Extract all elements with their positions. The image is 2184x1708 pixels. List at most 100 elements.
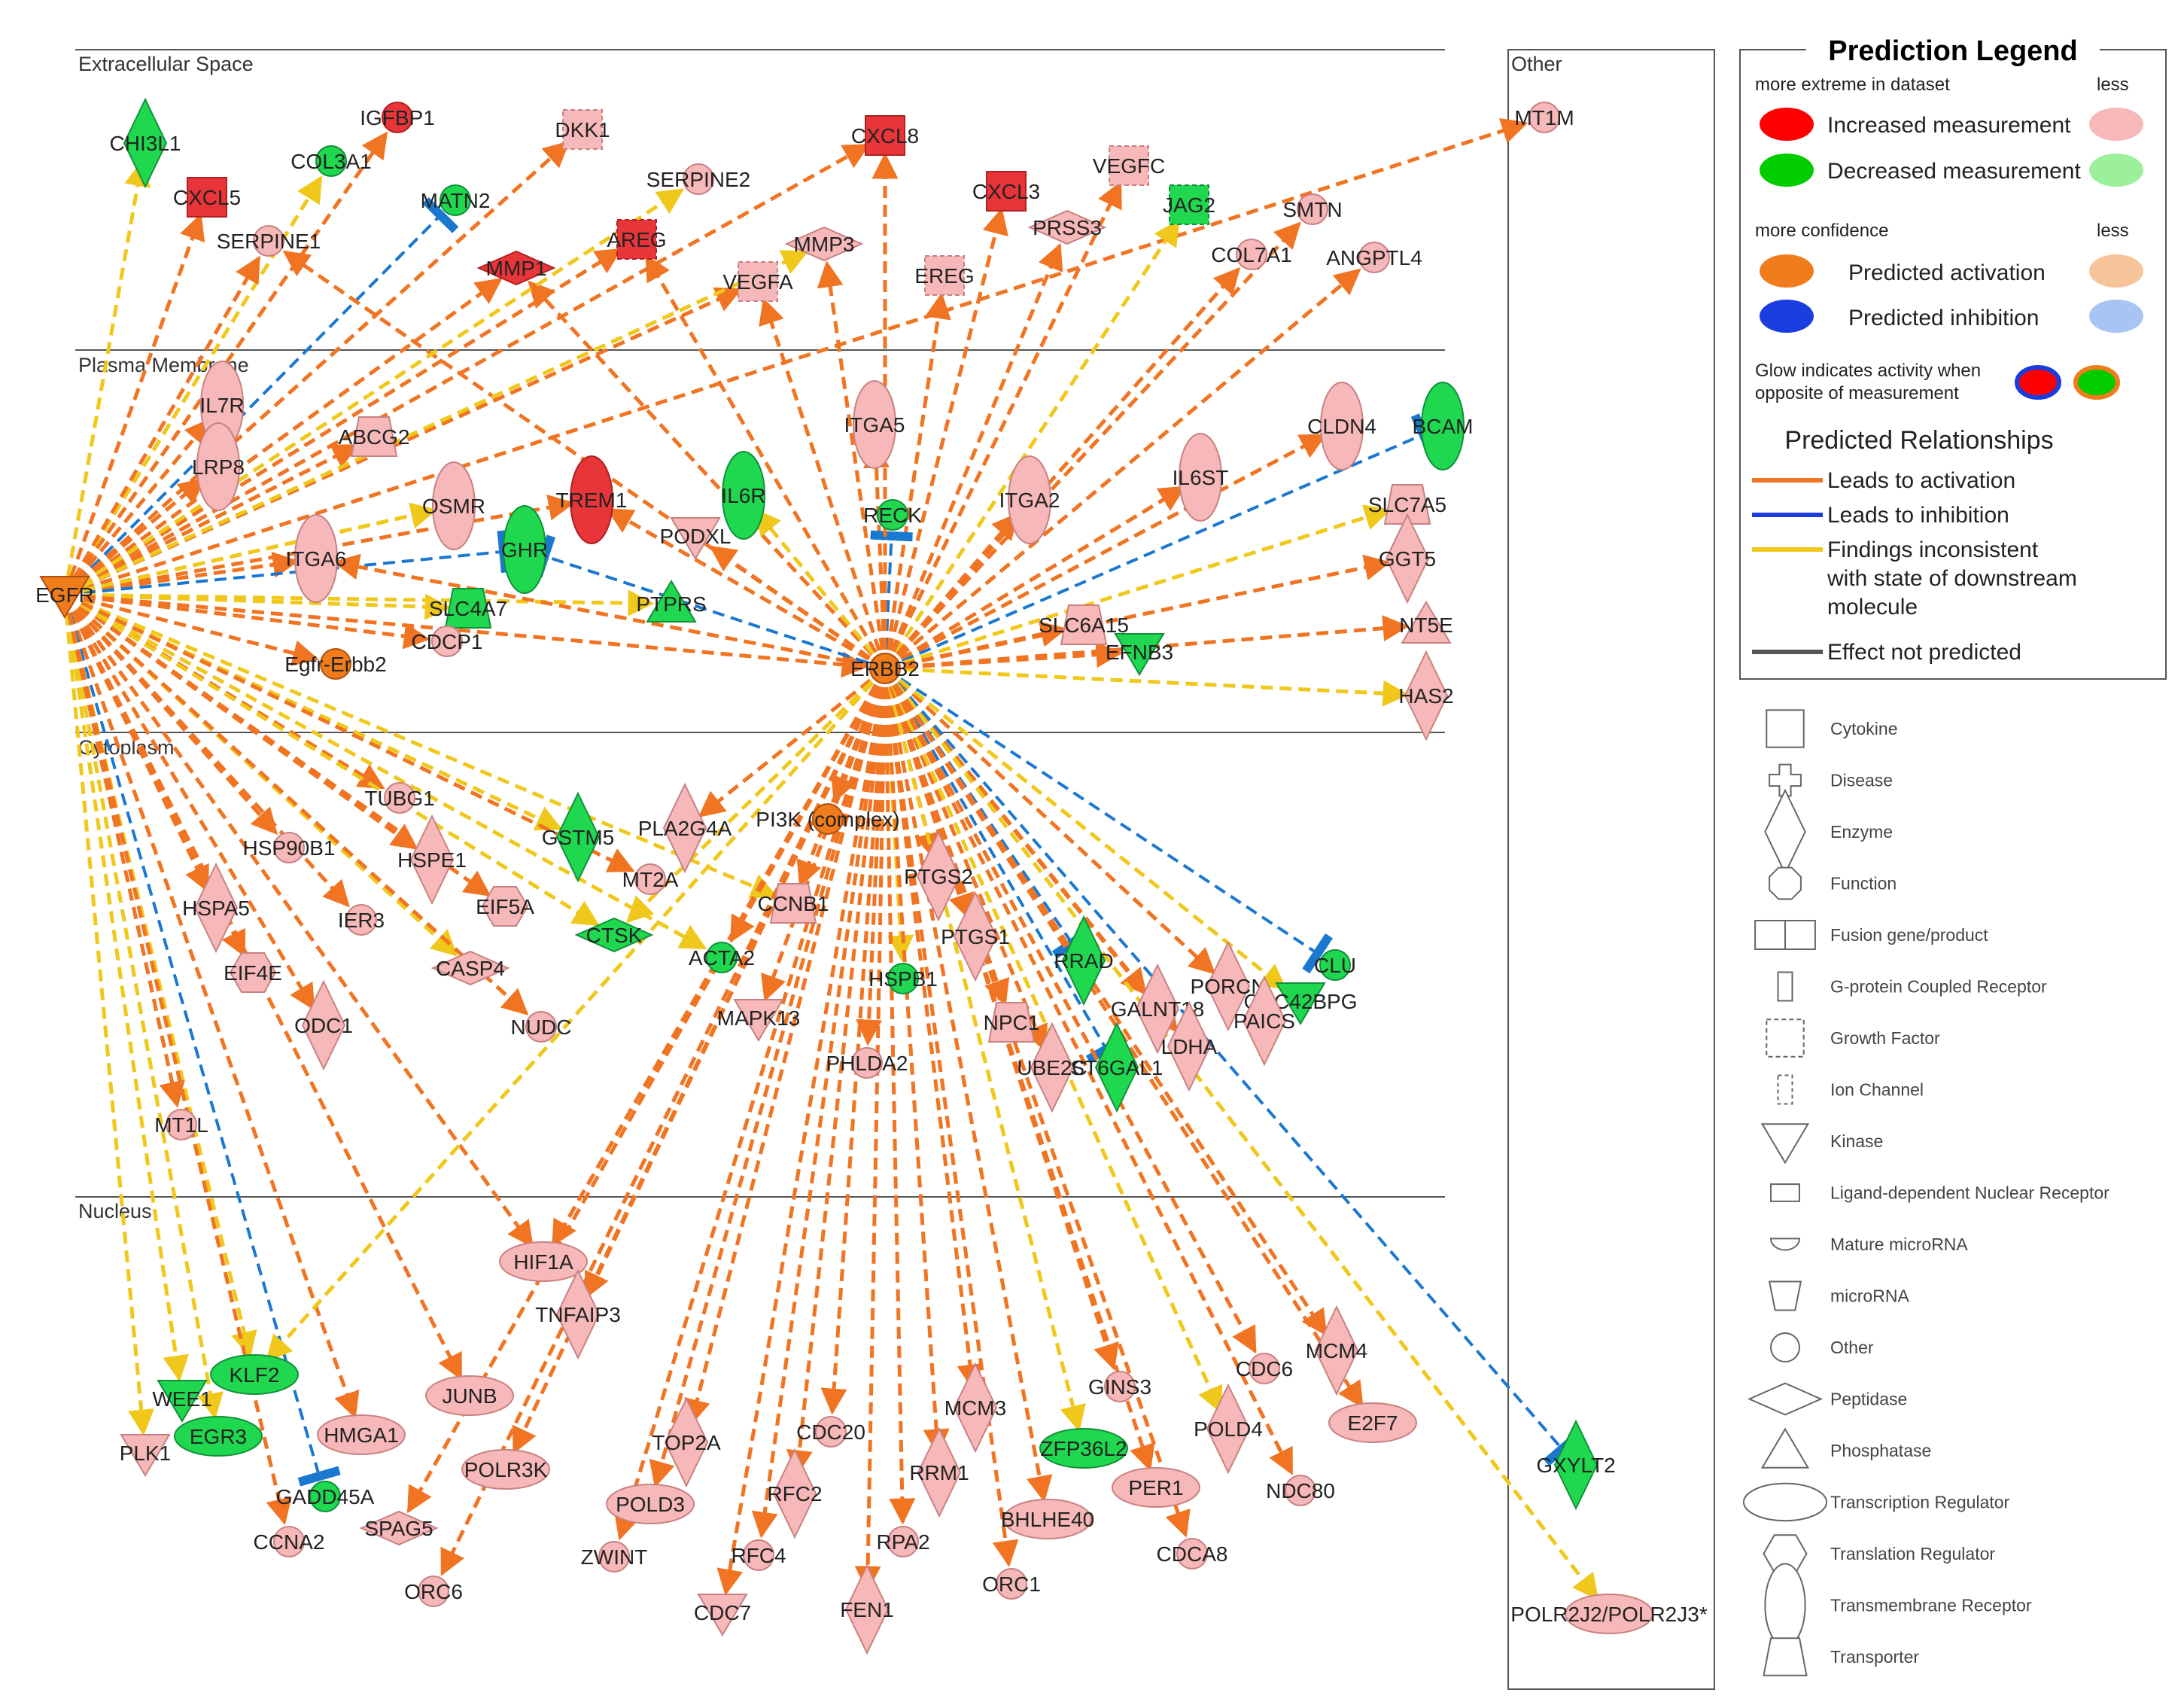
node-clu[interactable]: CLU (1314, 949, 1356, 981)
node-rrm1[interactable]: RRM1 (909, 1426, 969, 1518)
node-hspa5[interactable]: HSPA5 (182, 862, 250, 954)
node-vegfc[interactable]: VEGFC (1093, 145, 1165, 186)
node-nudc[interactable]: NUDC (511, 1011, 572, 1043)
node-ier3[interactable]: IER3 (338, 904, 385, 936)
node-itga2[interactable]: ITGA2 (999, 455, 1060, 544)
node-trem1[interactable]: TREM1 (556, 455, 628, 544)
node-nt5e[interactable]: NT5E (1399, 601, 1453, 644)
node-matn2[interactable]: MATN2 (421, 184, 491, 216)
node-vegfa[interactable]: VEGFA (722, 261, 793, 302)
node-cldn4[interactable]: CLDN4 (1307, 382, 1376, 470)
node-fen1[interactable]: FEN1 (840, 1563, 894, 1655)
node-lrp8[interactable]: LRP8 (192, 422, 245, 511)
node-slc6a15[interactable]: SLC6A15 (1039, 604, 1129, 645)
node-egr3[interactable]: EGR3 (174, 1416, 263, 1457)
node-hif1a[interactable]: HIF1A (499, 1241, 588, 1282)
node-casp4[interactable]: CASP4 (430, 950, 510, 986)
node-serpine2[interactable]: SERPINE2 (646, 163, 751, 195)
node-zfp36l2[interactable]: ZFP36L2 (1039, 1428, 1128, 1469)
node-acta2[interactable]: ACTA2 (689, 942, 755, 973)
node-orc6[interactable]: ORC6 (404, 1576, 463, 1607)
node-rfc2[interactable]: RFC2 (767, 1448, 823, 1539)
node-ptgs1[interactable]: PTGS1 (941, 891, 1010, 982)
node-porcn[interactable]: PORCN (1190, 940, 1267, 1032)
node-ptprs[interactable]: PTPRS (636, 580, 707, 623)
node-ndc80[interactable]: NDC80 (1266, 1475, 1335, 1506)
node-odc1[interactable]: ODC1 (294, 979, 353, 1071)
node-mapk13[interactable]: MAPK13 (717, 999, 801, 1042)
node-gxylt2[interactable]: GXYLT2 (1536, 1419, 1616, 1511)
node-osmr[interactable]: OSMR (422, 461, 485, 550)
node-gstm5[interactable]: GSTM5 (542, 791, 614, 883)
node-bhlhe40[interactable]: BHLHE40 (1001, 1499, 1095, 1539)
node-areg[interactable]: AREG (607, 219, 667, 260)
node-npc1[interactable]: NPC1 (984, 1002, 1040, 1043)
node-plk1[interactable]: PLK1 (120, 1434, 172, 1477)
node-igfbp1[interactable]: IGFBP1 (360, 102, 435, 133)
node-gadd45a[interactable]: GADD45A (276, 1481, 375, 1512)
node-bcam[interactable]: BCAM (1413, 382, 1474, 470)
node-wee1[interactable]: WEE1 (152, 1380, 212, 1423)
node-dkk1[interactable]: DKK1 (555, 109, 610, 150)
node-polr2j2[interactable]: POLR2J2/POLR2J3* (1510, 1594, 1708, 1634)
node-rrad[interactable]: RRAD (1054, 915, 1114, 1006)
node-ereg[interactable]: EREG (914, 255, 975, 296)
node-cxcl5[interactable]: CXCL5 (173, 177, 241, 218)
node-mt1l[interactable]: MT1L (154, 1109, 208, 1140)
node-has2[interactable]: HAS2 (1398, 650, 1454, 741)
node-eif5a[interactable]: EIF5A (476, 886, 534, 927)
node-egfr[interactable]: EGFR (35, 576, 94, 619)
node-mcm3[interactable]: MCM3 (944, 1362, 1006, 1454)
node-il6st[interactable]: IL6ST (1173, 433, 1229, 522)
node-prss3[interactable]: PRSS3 (1027, 209, 1107, 245)
node-egfrerbb2[interactable]: Egfr-Erbb2 (284, 648, 387, 680)
node-cxcl3[interactable]: CXCL3 (972, 171, 1040, 212)
node-st6gal1[interactable]: ST6GAL1 (1071, 1021, 1163, 1113)
node-hsp90b1[interactable]: HSP90B1 (243, 832, 336, 863)
node-serpine1[interactable]: SERPINE1 (217, 225, 321, 257)
node-il6r[interactable]: IL6R (721, 451, 766, 540)
node-mt1m[interactable]: MT1M (1514, 102, 1574, 133)
node-ggt5[interactable]: GGT5 (1379, 513, 1436, 604)
node-junb[interactable]: JUNB (425, 1375, 514, 1416)
node-cdca8[interactable]: CDCA8 (1157, 1538, 1228, 1569)
node-ghr[interactable]: GHR (501, 505, 548, 594)
node-orc1[interactable]: ORC1 (982, 1568, 1041, 1600)
node-pi3k[interactable]: PI3K (complex) (756, 803, 900, 835)
node-hspe1[interactable]: HSPE1 (397, 814, 467, 906)
node-pold3[interactable]: POLD3 (606, 1484, 695, 1524)
node-hspb1[interactable]: HSPB1 (868, 963, 938, 994)
node-polr3k[interactable]: POLR3K (461, 1449, 550, 1490)
node-itga6[interactable]: ITGA6 (286, 514, 347, 603)
node-cdc7[interactable]: CDC7 (694, 1594, 751, 1636)
node-gins3[interactable]: GINS3 (1088, 1371, 1151, 1402)
node-slc4a7[interactable]: SLC4A7 (429, 588, 507, 629)
node-pold4[interactable]: POLD4 (1194, 1383, 1263, 1475)
node-rpa2[interactable]: RPA2 (876, 1526, 930, 1557)
node-jag2[interactable]: JAG2 (1163, 184, 1215, 225)
node-smtn[interactable]: SMTN (1282, 193, 1343, 225)
node-erbb2[interactable]: ERBB2 (850, 653, 920, 684)
node-galnt18[interactable]: GALNT18 (1111, 963, 1205, 1055)
node-tubg1[interactable]: TUBG1 (364, 782, 435, 814)
node-tnfaip3[interactable]: TNFAIP3 (535, 1268, 621, 1360)
node-eif4e[interactable]: EIF4E (224, 952, 282, 993)
node-mmp3[interactable]: MMP3 (784, 226, 864, 262)
node-top2a[interactable]: TOP2A (652, 1396, 721, 1488)
node-reck[interactable]: RECK (863, 499, 922, 531)
node-efnb3[interactable]: EFNB3 (1106, 633, 1173, 676)
node-angptl4[interactable]: ANGPTL4 (1326, 242, 1422, 273)
node-e2f7[interactable]: E2F7 (1328, 1402, 1417, 1443)
node-ccna2[interactable]: CCNA2 (254, 1526, 325, 1557)
node-phlda2[interactable]: PHLDA2 (826, 1047, 908, 1079)
node-chi3l1[interactable]: CHI3L1 (110, 97, 181, 189)
node-paics[interactable]: PAICS (1233, 975, 1295, 1067)
node-slc7a5[interactable]: SLC7A5 (1368, 484, 1446, 525)
node-hmga1[interactable]: HMGA1 (317, 1414, 406, 1455)
node-col7a1[interactable]: COL7A1 (1211, 239, 1292, 270)
node-col3a1[interactable]: COL3A1 (290, 145, 372, 177)
node-klf2[interactable]: KLF2 (210, 1354, 299, 1395)
node-zwint[interactable]: ZWINT (581, 1541, 648, 1573)
node-ube2c[interactable]: UBE2C (1017, 1021, 1087, 1113)
node-itga5[interactable]: ITGA5 (844, 380, 905, 469)
